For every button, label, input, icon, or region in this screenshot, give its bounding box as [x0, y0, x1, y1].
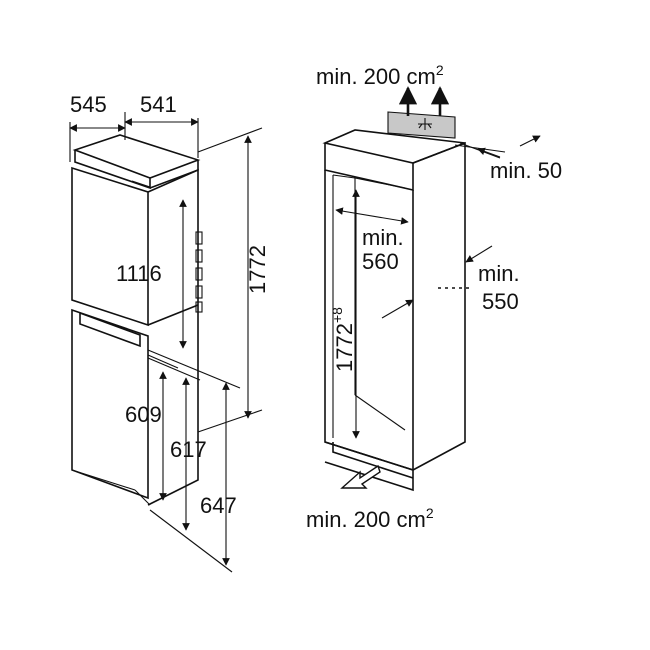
rear-gap-label: min. 50 — [490, 158, 562, 183]
niche-dimensions — [335, 86, 541, 489]
appliance-drawing — [71, 134, 203, 506]
niche-width-label-line2: 560 — [362, 249, 399, 274]
appliance-width-label: 545 — [70, 92, 107, 117]
svg-text:min. 200 cm2: min. 200 cm2 — [316, 62, 444, 89]
appliance-height-label: 1772 — [245, 245, 270, 294]
lower-647-label: 647 — [200, 493, 237, 518]
lower-617-label: 617 — [170, 437, 207, 462]
niche-drawing — [322, 111, 466, 492]
appliance-dimensions — [69, 112, 263, 573]
lower-609-label: 609 — [125, 402, 162, 427]
niche-height-label: 1772+8 — [329, 307, 357, 372]
niche-width-label-line1: min. — [362, 225, 404, 250]
vent-top-label: min. 200 cm2 — [316, 62, 444, 89]
upper-door-height-label: 1116 — [116, 261, 162, 286]
appliance-depth-label: 541 — [140, 92, 177, 117]
vent-bottom-label: min. 200 cm2 — [306, 505, 434, 532]
niche-depth-label-line2: 550 — [482, 289, 519, 314]
svg-text:min. 200 cm2: min. 200 cm2 — [306, 505, 434, 532]
niche-depth-label-line1: min. — [478, 261, 520, 286]
svg-text:1772+8: 1772+8 — [329, 307, 357, 372]
